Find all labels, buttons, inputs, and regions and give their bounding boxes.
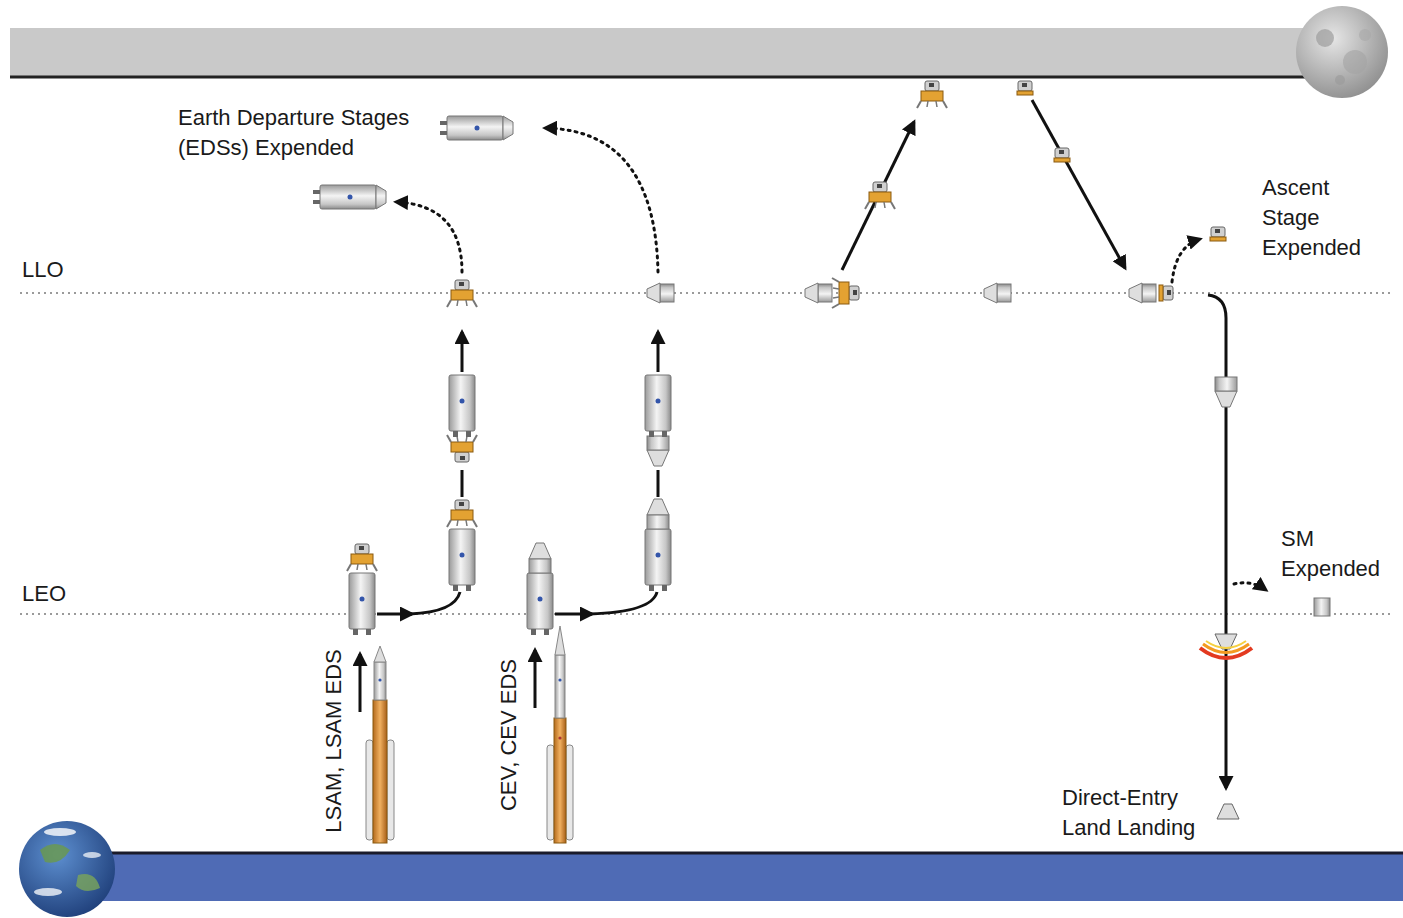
lsam-descending [865,182,895,209]
heavy-launch-rocket [366,646,394,843]
orbit-label: LLO [22,255,64,285]
lsam-stack-leo [347,544,377,635]
leo-orbit-line [20,613,1390,615]
transfer-arrow [555,613,592,616]
transfer-arrow [461,332,464,372]
reentry-capsule [1200,634,1252,658]
transfer-arrow [590,592,657,614]
expended-service-module [1314,598,1330,616]
transfer-arrow [410,592,460,614]
ascent-stage-rising [1054,148,1070,162]
expended-ascent-stage [1210,227,1226,241]
cev-stack-leo [527,543,553,635]
ascent-stage-on-moon [1017,81,1033,95]
expend-arrow [545,128,658,272]
orbit-label: LEO [22,579,66,609]
transfer-line [461,470,464,497]
lsam-in-llo [447,280,477,307]
cev-returning [1215,377,1237,407]
return-arrow [1208,295,1226,788]
launch-label: CEV, CEV EDS [494,659,524,811]
launch-arrow [359,654,362,712]
expend-arrow [396,202,462,272]
landed-capsule [1217,804,1239,819]
cev-in-llo [647,283,674,303]
transfer-arrow [657,332,660,372]
cev-stack-docked [645,499,671,591]
ascent-arrow [1032,100,1125,268]
lsam-on-moon [917,81,947,108]
expend-arrow [1234,583,1266,590]
launch-label: LSAM, LSAM EDS [319,649,349,832]
expend-arrow [1172,239,1200,282]
transfer-line [657,470,660,497]
lsam-stack-docked [447,500,477,591]
launch-arrow [534,650,537,708]
earth-surface [19,821,1403,917]
expended-label: Ascent Stage Expended [1262,173,1374,263]
moon-surface [10,6,1388,98]
llo-orbit-line [20,292,1390,294]
expended-eds [313,185,386,209]
lsam-stack-tli [447,375,477,519]
docked-cev-lsam [805,278,859,308]
crew-launch-rocket [547,626,573,843]
descent-arrow [842,122,914,270]
expended-eds [440,116,513,140]
docked-cev-ascent [1129,283,1173,303]
transfer-arrow [377,613,412,616]
expended-label: SM Expended [1281,524,1393,584]
cev-waiting [984,283,1011,303]
expended-label: Earth Departure Stages (EDSs) Expended [178,103,450,163]
landing-label: Direct-Entry Land Landing [1062,783,1214,843]
cev-stack-tli [645,375,671,466]
